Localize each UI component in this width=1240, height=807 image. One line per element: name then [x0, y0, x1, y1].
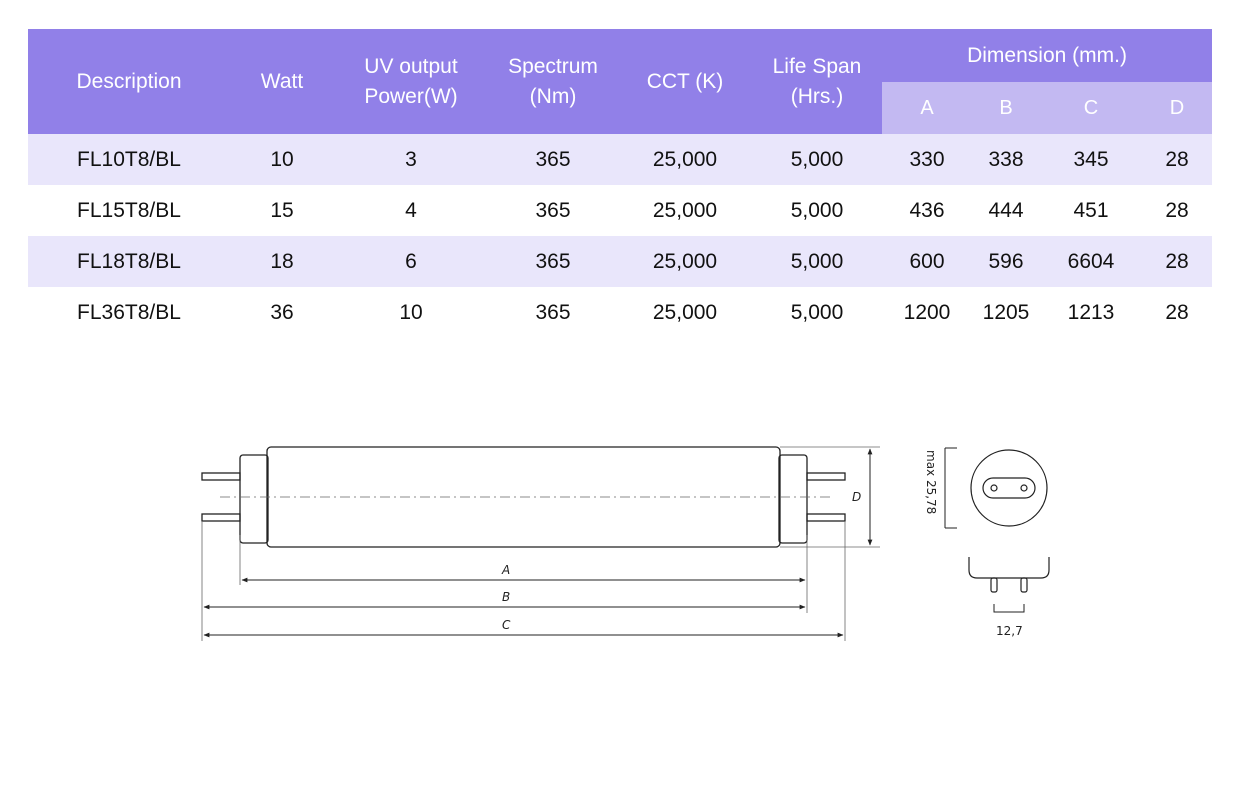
cell-description: FL36T8/BL: [28, 287, 230, 338]
tube-dimension-drawing: D A B C: [201, 446, 880, 641]
header-description: Description: [28, 29, 230, 134]
left-top-pin: [201, 472, 241, 481]
cell-uv: 10: [334, 287, 488, 338]
header-dim-c: C: [1040, 82, 1142, 134]
label-a: A: [501, 563, 510, 577]
cell-dim-b: 444: [972, 185, 1040, 236]
header-life-line1: Life Span: [772, 54, 862, 78]
cell-watt: 10: [230, 134, 334, 185]
cell-dim-b: 1205: [972, 287, 1040, 338]
cell-watt: 36: [230, 287, 334, 338]
max-diameter-label: max 25,78: [924, 450, 938, 514]
cell-life: 5,000: [752, 185, 882, 236]
cell-spectrum: 365: [488, 287, 618, 338]
cell-dim-d: 28: [1142, 287, 1213, 338]
cell-dim-c: 6604: [1040, 236, 1142, 287]
cell-dim-a: 330: [882, 134, 972, 185]
cell-cct: 25,000: [618, 236, 752, 287]
left-end-cap: [239, 454, 269, 544]
pin-hole-left: [990, 484, 998, 492]
cap-side-view: [968, 557, 1050, 579]
label-d: D: [852, 490, 861, 504]
table-row: FL15T8/BL 15 4 365 25,000 5,000 436 444 …: [28, 185, 1213, 236]
pin-spacing-label: 12,7: [996, 624, 1023, 638]
header-uv-line1: UV output: [364, 54, 458, 78]
table-row: FL36T8/BL 36 10 365 25,000 5,000 1200 12…: [28, 287, 1213, 338]
header-uv-line2: Power(W): [364, 84, 458, 108]
cell-life: 5,000: [752, 134, 882, 185]
cell-dim-d: 28: [1142, 185, 1213, 236]
header-uv-output: UV output Power(W): [334, 29, 488, 134]
cell-dim-b: 596: [972, 236, 1040, 287]
cell-cct: 25,000: [618, 185, 752, 236]
header-life-span: Life Span (Hrs.): [752, 29, 882, 134]
pin-slot: [982, 477, 1036, 499]
left-bottom-pin: [201, 513, 241, 522]
header-row: Description Watt UV output Power(W) Spec…: [28, 29, 1213, 134]
label-b: B: [502, 590, 510, 604]
cell-dim-a: 1200: [882, 287, 972, 338]
pin-hole-right: [1020, 484, 1028, 492]
header-spectrum-line1: Spectrum: [508, 54, 598, 78]
subheader-row: A B C D: [28, 82, 1213, 134]
cell-life: 5,000: [752, 287, 882, 338]
table-row: FL18T8/BL 18 6 365 25,000 5,000 600 596 …: [28, 236, 1213, 287]
cell-life: 5,000: [752, 236, 882, 287]
cell-dim-d: 28: [1142, 134, 1213, 185]
right-bottom-pin: [806, 513, 846, 522]
cell-dim-c: 345: [1040, 134, 1142, 185]
cell-description: FL15T8/BL: [28, 185, 230, 236]
cell-dim-d: 28: [1142, 236, 1213, 287]
header-life-line2: (Hrs.): [790, 84, 844, 108]
cell-spectrum: 365: [488, 236, 618, 287]
cell-spectrum: 365: [488, 134, 618, 185]
cell-watt: 15: [230, 185, 334, 236]
right-top-pin: [806, 472, 846, 481]
cell-cct: 25,000: [618, 287, 752, 338]
cell-description: FL10T8/BL: [28, 134, 230, 185]
cell-dim-a: 436: [882, 185, 972, 236]
header-spectrum: Spectrum (Nm): [488, 29, 618, 134]
table-row: FL10T8/BL 10 3 365 25,000 5,000 330 338 …: [28, 134, 1213, 185]
end-face-circle: [970, 449, 1048, 527]
header-dim-a: A: [882, 82, 972, 134]
cell-uv: 3: [334, 134, 488, 185]
cell-dim-b: 338: [972, 134, 1040, 185]
cell-uv: 4: [334, 185, 488, 236]
right-end-cap: [778, 454, 808, 544]
cell-dim-c: 1213: [1040, 287, 1142, 338]
spec-table: Description Watt UV output Power(W) Spec…: [28, 29, 1213, 338]
header-watt: Watt: [230, 29, 334, 134]
header-spectrum-line2: (Nm): [529, 84, 577, 108]
cell-description: FL18T8/BL: [28, 236, 230, 287]
cell-cct: 25,000: [618, 134, 752, 185]
cell-spectrum: 365: [488, 185, 618, 236]
header-dimension: Dimension (mm.): [882, 29, 1213, 82]
cell-dim-c: 451: [1040, 185, 1142, 236]
cell-dim-a: 600: [882, 236, 972, 287]
label-c: C: [502, 618, 511, 632]
cell-watt: 18: [230, 236, 334, 287]
cap-dimension-drawing: max 25,78 12,7: [924, 447, 1050, 638]
cell-uv: 6: [334, 236, 488, 287]
header-dim-b: B: [972, 82, 1040, 134]
header-dim-d: D: [1142, 82, 1213, 134]
cap-pin-right: [1020, 577, 1028, 593]
cap-pin-left: [990, 577, 998, 593]
header-cct: CCT (K): [618, 29, 752, 134]
pin-spacing-bracket: [993, 604, 1025, 613]
